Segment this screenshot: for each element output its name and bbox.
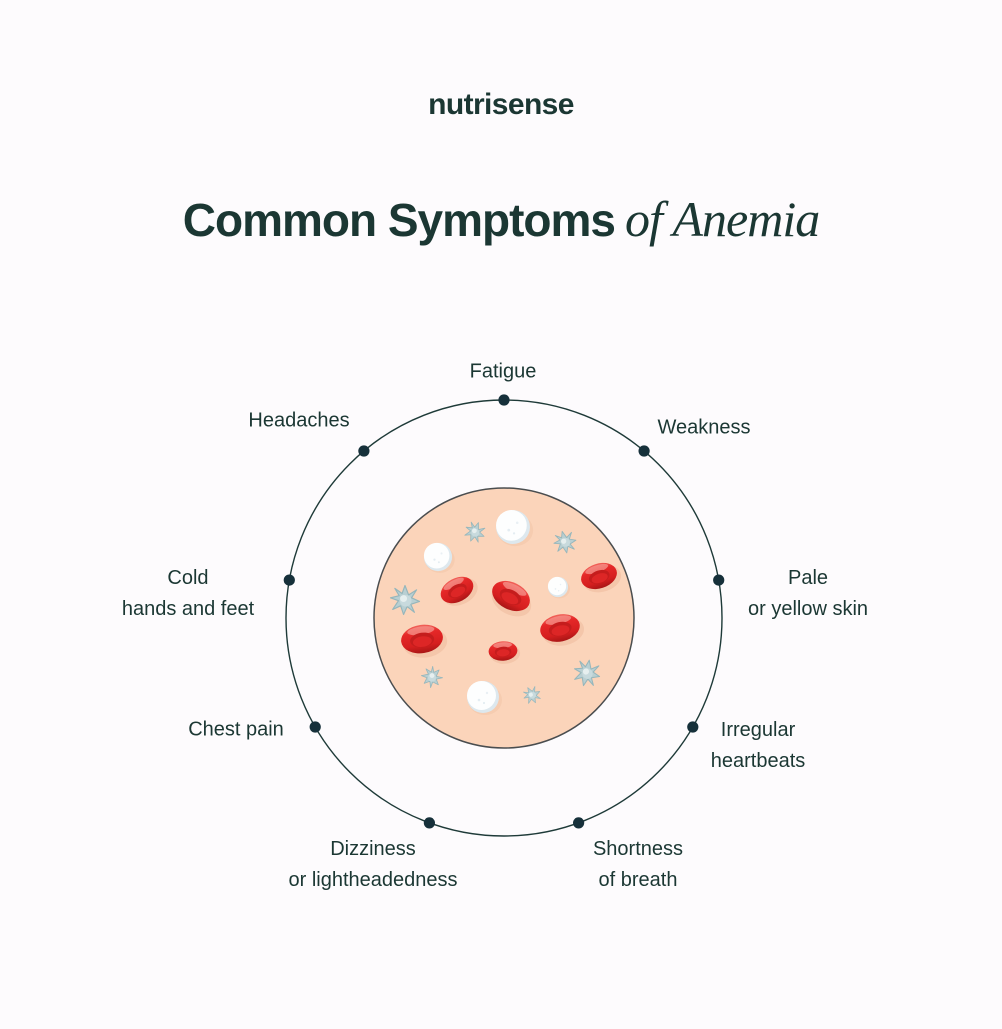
dot-pale <box>713 574 725 586</box>
blood-cells-illustration <box>373 487 635 749</box>
symptom-text: hands and feet <box>121 598 255 620</box>
symptom-label-weakness: Weakness <box>657 413 750 444</box>
title-main: Common Symptoms <box>182 194 616 246</box>
symptom-ring-dots <box>283 394 725 829</box>
dot-shortness <box>573 817 585 829</box>
symptom-text: Shortness <box>592 838 684 860</box>
symptom-text: heartbeats <box>710 750 806 772</box>
symptom-label-pale-or-yellow-skin: Pale or yellow skin <box>748 563 868 625</box>
symptom-text: of breath <box>598 869 678 891</box>
symptom-text: Chest pain <box>188 718 284 741</box>
symptom-text: Headaches <box>248 409 350 432</box>
dot-cold <box>283 574 295 586</box>
dot-dizziness <box>423 817 435 829</box>
symptom-text: Fatigue <box>469 360 537 383</box>
symptom-label-headaches: Headaches <box>248 406 349 437</box>
symptom-label-fatigue: Fatigue <box>470 357 537 388</box>
dot-fatigue <box>498 394 510 406</box>
symptom-text: Cold <box>167 567 209 589</box>
symptom-text: Irregular <box>720 719 796 741</box>
symptom-label-cold-hands-and-feet: Cold hands and feet <box>122 563 254 625</box>
nutrisense-logo: nutrisense <box>428 88 574 121</box>
dot-irregular <box>687 721 699 733</box>
symptom-label-chest-pain: Chest pain <box>188 715 284 746</box>
symptom-label-irregular-heartbeats: Irregular heartbeats <box>711 715 806 777</box>
symptom-text: or yellow skin <box>747 598 869 620</box>
symptom-text: Pale <box>787 567 829 589</box>
dot-headaches <box>358 445 370 457</box>
symptom-label-shortness-of-breath: Shortness of breath <box>593 834 683 896</box>
symptom-wheel-diagram <box>283 394 725 837</box>
symptom-text: Dizziness <box>330 838 416 860</box>
symptom-text: Weakness <box>657 416 751 439</box>
dot-weakness <box>638 445 650 457</box>
title-accent: of Anemia <box>625 191 820 247</box>
dot-chest <box>309 721 321 733</box>
symptom-text: or lightheadedness <box>288 869 458 891</box>
symptom-label-dizziness: Dizziness or lightheadedness <box>288 834 457 896</box>
